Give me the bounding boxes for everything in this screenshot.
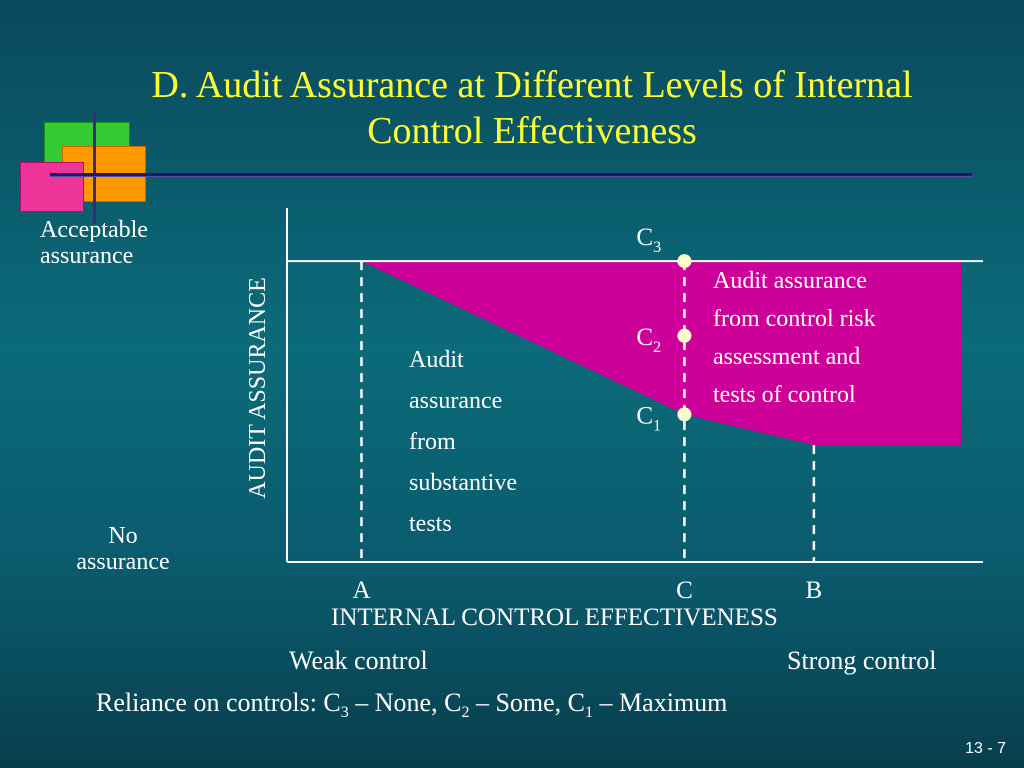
slide-title-line2: Control Effectiveness bbox=[367, 110, 697, 152]
controls-annotation-line-1: Audit assurance bbox=[713, 268, 867, 294]
x-tick-c: C bbox=[676, 577, 693, 604]
substantive-annotation-line-4: substantive bbox=[409, 470, 517, 496]
point-c3 bbox=[677, 254, 692, 269]
logo-vertical-rule bbox=[93, 112, 96, 224]
x-tick-b: B bbox=[806, 577, 823, 604]
point-c2 bbox=[677, 328, 692, 343]
reliance-prefix: Reliance on controls: C bbox=[96, 688, 341, 717]
title-underline bbox=[50, 173, 972, 177]
no-assurance-label: No assurance bbox=[56, 522, 190, 576]
acceptable-line1: Acceptable bbox=[40, 217, 148, 243]
slide-title-line1: D. Audit Assurance at Different Levels o… bbox=[151, 64, 913, 106]
reliance-sub1: 1 bbox=[585, 704, 594, 722]
controls-region-annotation: Audit assurance from control risk assessme… bbox=[713, 262, 876, 414]
controls-annotation-line-2: from control risk bbox=[713, 306, 876, 332]
reliance-mid2: – Some, C bbox=[469, 688, 586, 717]
acceptable-line2: assurance bbox=[40, 243, 134, 269]
reliance-sub3: 3 bbox=[340, 704, 349, 722]
controls-assurance-region bbox=[361, 261, 961, 446]
no-line1: No bbox=[108, 523, 138, 549]
substantive-annotation-line-5: tests bbox=[409, 511, 452, 537]
controls-annotation-line-3: assessment and bbox=[713, 344, 861, 370]
point-label-c1: C1 bbox=[636, 402, 661, 434]
substantive-region-annotation: Audit assurance from substantive tests bbox=[409, 340, 517, 545]
reliance-sub2: 2 bbox=[461, 704, 470, 722]
slide-title: D. Audit Assurance at Different Levels o… bbox=[40, 62, 1024, 154]
point-label-c3: C3 bbox=[636, 224, 661, 256]
no-line2: assurance bbox=[76, 549, 170, 575]
reliance-end: – Maximum bbox=[593, 688, 728, 717]
x-axis-label: INTERNAL CONTROL EFFECTIVENESS bbox=[331, 604, 778, 631]
substantive-annotation-line-2: assurance bbox=[409, 388, 503, 414]
substantive-annotation-line-3: from bbox=[409, 429, 456, 455]
strong-control-label: Strong control bbox=[787, 646, 937, 675]
logo-magenta-square bbox=[20, 162, 84, 212]
controls-annotation-line-4: tests of control bbox=[713, 382, 856, 408]
substantive-annotation-line-1: Audit bbox=[409, 347, 464, 373]
reliance-on-controls-note: Reliance on controls: C3 – None, C2 – So… bbox=[96, 688, 727, 722]
slide-page-number: 13 - 7 bbox=[965, 740, 1006, 757]
acceptable-assurance-label: Acceptable assurance bbox=[40, 216, 148, 270]
point-c1 bbox=[677, 407, 692, 422]
x-tick-a: A bbox=[352, 577, 370, 604]
reliance-mid1: – None, C bbox=[348, 688, 462, 717]
point-label-c2: C2 bbox=[636, 324, 661, 356]
weak-control-label: Weak control bbox=[289, 646, 428, 675]
